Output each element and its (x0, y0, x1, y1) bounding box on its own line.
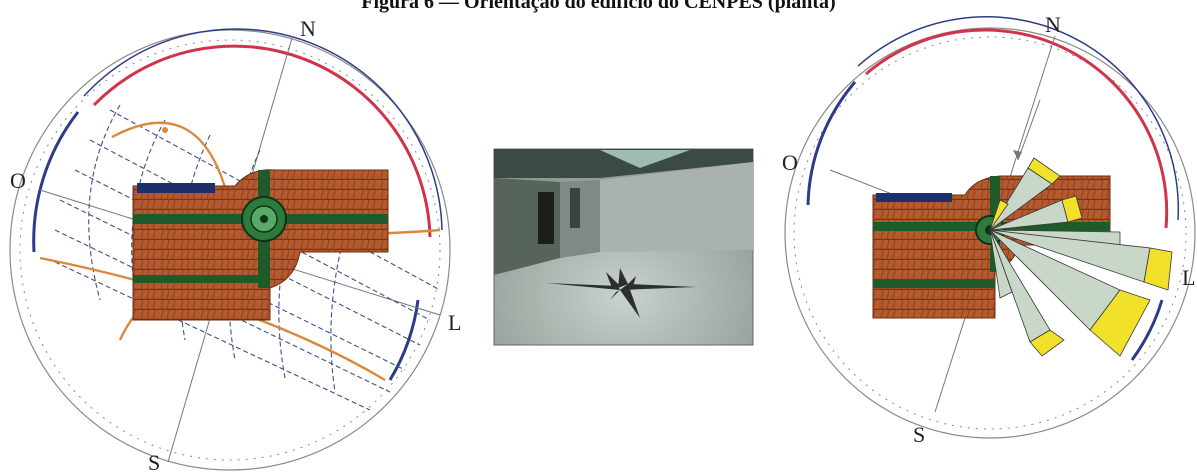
right-wind-chart: N O L S (782, 12, 1196, 447)
degree-ring (19, 39, 441, 461)
right-label-east: L (1182, 265, 1195, 290)
right-label-south: S (913, 422, 925, 447)
wind-rim-east (1143, 247, 1173, 291)
degree-ring (793, 36, 1187, 430)
red-arc (865, 28, 1169, 229)
left-label-east: L (448, 310, 461, 335)
blue-arc-east (388, 299, 420, 381)
dark-blue-bar (876, 193, 952, 202)
compass-star (546, 268, 696, 318)
blue-arc-east (1130, 299, 1164, 361)
corridor-lower (133, 275, 270, 283)
building-plan (132, 169, 389, 321)
sun-marker (162, 127, 168, 133)
right-label-west: O (782, 150, 798, 175)
blue-arc-top (857, 16, 1180, 221)
corridor-lower (873, 280, 995, 288)
outer-circle (9, 29, 451, 471)
left-label-west: O (10, 168, 26, 193)
left-label-south: S (148, 450, 160, 473)
doorway (538, 192, 554, 244)
left-label-north: N (300, 16, 316, 41)
figure-caption: Figura 6 — Orientação do edifício do CEN… (361, 0, 836, 13)
wind-rim-southeast (1089, 289, 1151, 357)
north-arrow (1017, 99, 1041, 161)
right-label-north: N (1045, 12, 1061, 37)
dark-blue-bar (137, 183, 215, 193)
skylight (600, 150, 690, 168)
outer-circle (784, 27, 1196, 439)
blue-arc-west (32, 111, 80, 253)
blue-arc-west (806, 81, 857, 206)
right-wall (600, 162, 753, 252)
floor-compass-photo (493, 148, 754, 346)
left-sun-chart: N O L S (9, 16, 461, 473)
red-arc (92, 44, 432, 238)
blue-arc-top (83, 28, 443, 231)
wind-rose (989, 157, 1173, 357)
